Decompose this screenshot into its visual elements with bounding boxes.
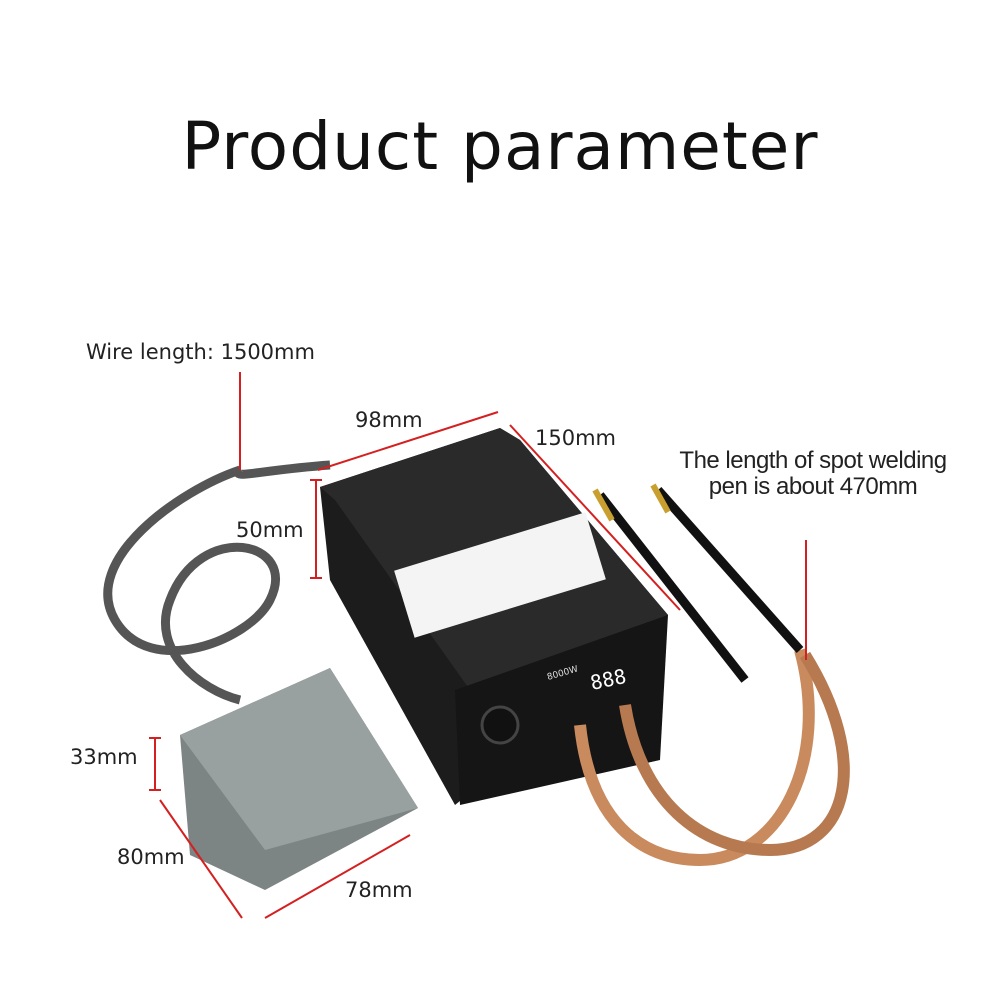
pedal-width-label: 78mm (345, 878, 413, 902)
instruction-label (394, 512, 606, 638)
box-width-label: 98mm (355, 408, 423, 432)
pen-length-label: The length of spot welding pen is about … (668, 448, 958, 500)
pedal-height-label: 33mm (70, 745, 138, 769)
copper-cable-right (619, 651, 850, 857)
pedal-cable (103, 460, 331, 705)
welder-box: 8000W 888 (320, 428, 668, 805)
box-height-label: 50mm (236, 518, 304, 542)
page-title: Product parameter (181, 108, 819, 185)
welding-pen-right (654, 487, 804, 653)
wire-length-label: Wire length: 1500mm (86, 340, 315, 364)
pen-length-line2: pen is about 470mm (708, 473, 918, 500)
dimension-lines (149, 372, 807, 919)
welding-pen-left (596, 492, 749, 683)
pedal-length-label: 80mm (117, 845, 185, 869)
box-length-label: 150mm (535, 426, 616, 450)
copper-cable-left (574, 648, 815, 867)
power-knob (480, 705, 520, 745)
pen-length-line1: The length of spot welding (679, 447, 947, 474)
foot-pedal (180, 668, 418, 890)
